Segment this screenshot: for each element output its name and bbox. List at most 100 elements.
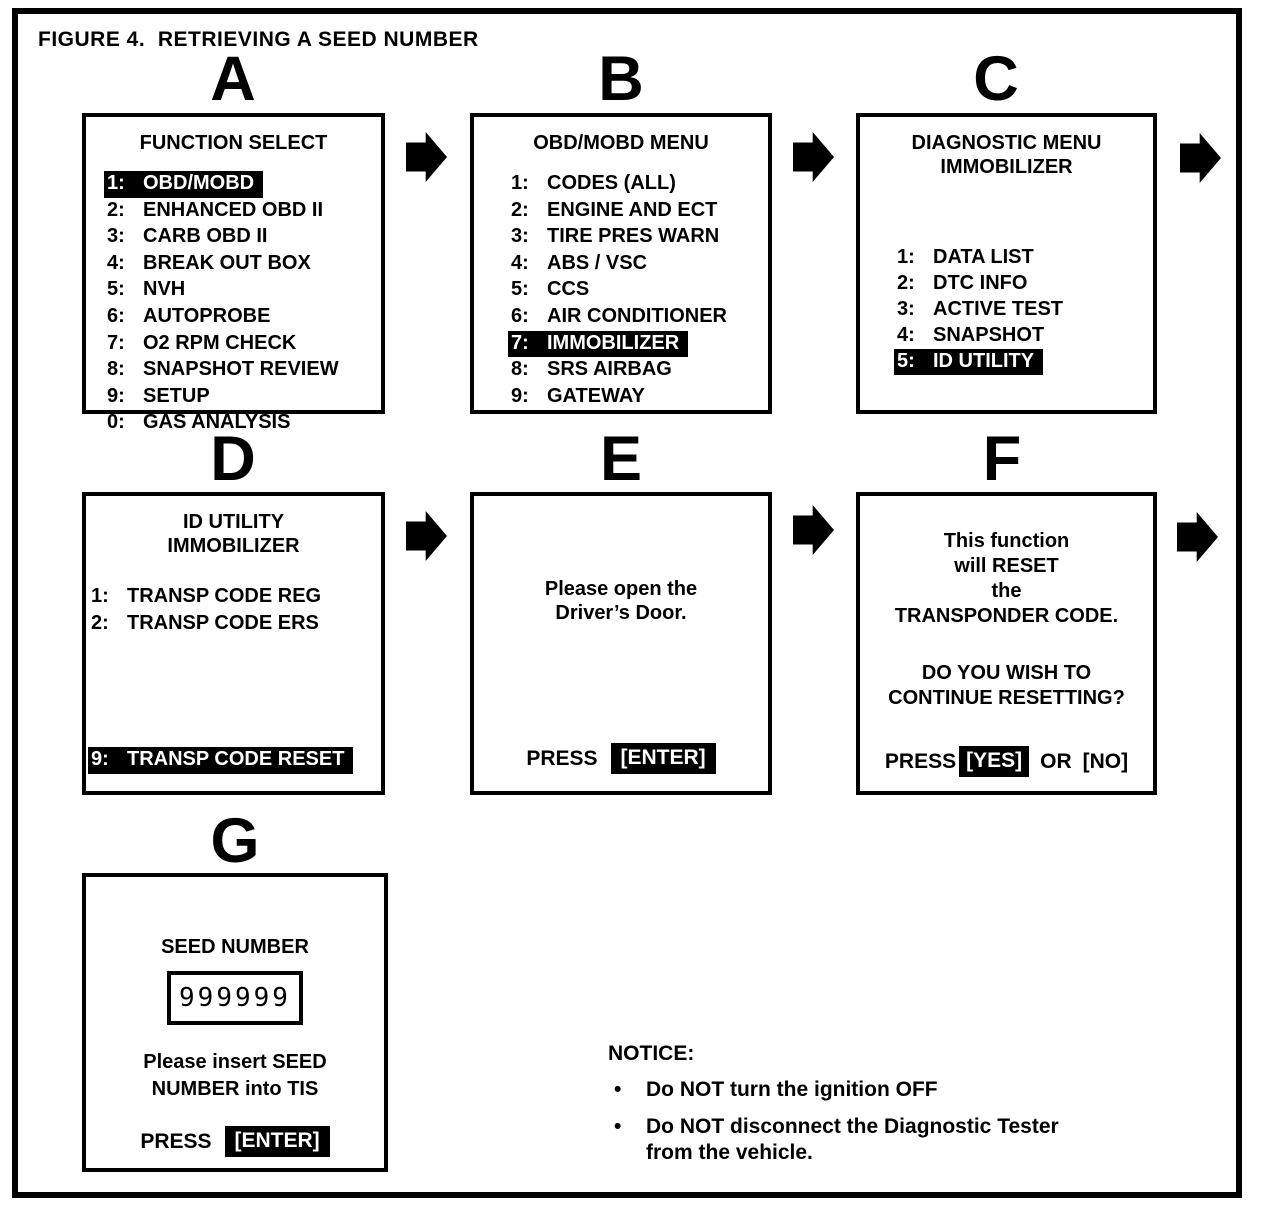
message-line1: Please open the	[544, 578, 698, 600]
panel-label-c: C	[973, 44, 1019, 114]
item-number: 9:	[511, 384, 529, 407]
press-label: PRESS	[140, 1129, 212, 1153]
item-number: 6:	[107, 304, 125, 327]
item-number: 3:	[107, 225, 125, 248]
menu-list-d: 1:TRANSP CODE REG 2:TRANSP CODE ERS 9:TR…	[86, 584, 381, 774]
screen-title-line2: IMMOBILIZER	[167, 535, 300, 557]
item-label: DATA LIST	[933, 246, 1034, 268]
menu-item: 8:SRS AIRBAG	[474, 357, 768, 384]
panel-screen-b: OBD/MOBD MENU 1: CODES (ALL) 2: ENGINE AND…	[470, 113, 772, 414]
screen-title-line1: DIAGNOSTIC MENU	[911, 132, 1102, 154]
panel-screen-e: Please open the Driver’s Door. PRESS [EN…	[470, 492, 772, 795]
no-key: [NO]	[1082, 749, 1129, 773]
press-instruction: PRESS [ENTER]	[474, 743, 768, 774]
message-line2: NUMBER into TIS	[151, 1078, 319, 1100]
item-number: 8:	[107, 358, 125, 381]
menu-item: 9:TRANSP CODE RESET	[86, 747, 381, 774]
item-label: SETUP	[143, 384, 210, 407]
menu-item: 7:O2 RPM CHECK	[86, 331, 381, 358]
menu-item: 7:IMMOBILIZER	[474, 330, 768, 358]
screen-title-g: SEED NUMBER	[161, 936, 309, 958]
or-label: OR	[1040, 749, 1072, 773]
item-label: SRS AIRBAG	[547, 358, 672, 381]
menu-item: 5:CCS	[474, 277, 768, 304]
screen-title-a: FUNCTION SELECT	[139, 132, 328, 154]
menu-item: 3: CARB OBD II	[86, 224, 381, 251]
menu-item: 2: ENGINE AND ECT	[474, 198, 768, 225]
enter-key: [ENTER]	[224, 1126, 330, 1157]
item-label: GATEWAY	[547, 384, 645, 407]
press-instruction: PRESS [ENTER]	[86, 1126, 384, 1157]
screen-title-line2: IMMOBILIZER	[940, 156, 1073, 178]
screen-title-line1: ID UTILITY	[182, 511, 285, 533]
panel-screen-g: SEED NUMBER 999999 Please insert SEED NU…	[82, 873, 388, 1172]
item-label: ID UTILITY	[933, 350, 1035, 372]
item-label: DTC INFO	[933, 272, 1028, 294]
menu-item: 1:TRANSP CODE REG	[86, 584, 381, 611]
notice-bullet-line2: from the vehicle.	[646, 1141, 813, 1164]
message-line2: Driver’s Door.	[555, 602, 687, 624]
menu-item: 1:OBD/MOBD	[86, 171, 381, 198]
item-number: 2:	[897, 272, 915, 294]
item-number: 4:	[511, 251, 529, 274]
item-label: ENGINE AND ECT	[547, 198, 718, 221]
press-label: PRESS	[526, 746, 598, 770]
screen-title-c: DIAGNOSTIC MENU IMMOBILIZER	[860, 131, 1153, 179]
panel-label-g: G	[210, 806, 260, 876]
notice-block: NOTICE: • Do NOT turn the ignition OFF •…	[608, 1042, 1059, 1166]
item-label: CARB OBD II	[143, 225, 268, 248]
menu-item: 5:ID UTILITY	[860, 349, 1153, 375]
item-label: O2 RPM CHECK	[143, 331, 297, 354]
menu-item: 0:GAS ANALYSIS	[86, 410, 381, 437]
screen-question-f: DO YOU WISH TO CONTINUE RESETTING?	[860, 661, 1153, 711]
panel-screen-f: This function will RESET the TRANSPONDER…	[856, 492, 1157, 795]
menu-item: 9:SETUP	[86, 384, 381, 411]
panel-label-b: B	[598, 44, 644, 114]
notice-bullet-2: • Do NOT disconnect the Diagnostic Teste…	[608, 1114, 1059, 1166]
panel-label-e: E	[599, 424, 643, 494]
panel-screen-a: FUNCTION SELECT 1:OBD/MOBD 2: ENHANCED OB…	[82, 113, 385, 433]
item-label: AUTOPROBE	[143, 304, 271, 327]
menu-item: 3: ACTIVE TEST	[860, 297, 1153, 323]
yes-key: [YES]	[959, 746, 1030, 777]
menu-item: 1:DATA LIST	[860, 245, 1153, 271]
item-number: 3:	[511, 225, 529, 248]
item-label: ACTIVE TEST	[933, 298, 1064, 320]
press-label: PRESS	[884, 749, 957, 773]
item-number: 1:	[107, 172, 125, 194]
item-number: 3:	[897, 298, 915, 320]
item-label: GAS ANALYSIS	[143, 411, 291, 434]
panel-label-a: A	[210, 44, 256, 114]
message-line2: will RESET	[954, 555, 1059, 577]
screen-title-b: OBD/MOBD MENU	[533, 132, 709, 154]
item-number: 2:	[107, 198, 125, 221]
item-number: 7:	[511, 331, 529, 354]
message-line1: This function	[943, 530, 1070, 552]
menu-list-c: 1:DATA LIST 2: DTC INFO 3: ACTIVE TEST 4:S…	[860, 245, 1153, 375]
menu-item: 8: SNAPSHOT REVIEW	[86, 357, 381, 384]
item-label: ENHANCED OBD II	[143, 198, 324, 221]
item-number: 1:	[511, 172, 529, 194]
item-number: 5:	[107, 278, 125, 301]
item-label: NVH	[143, 278, 186, 301]
menu-item: 2: ENHANCED OBD II	[86, 198, 381, 225]
press-instruction: PRESS [YES] OR [NO]	[860, 746, 1153, 777]
question-line1: DO YOU WISH TO	[921, 662, 1092, 684]
item-number: 2:	[91, 611, 109, 634]
panel-label-f: F	[982, 424, 1022, 494]
notice-bullet-line1: Do NOT disconnect the Diagnostic Tester	[646, 1115, 1059, 1138]
panel-screen-d: ID UTILITY IMMOBILIZER 1:TRANSP CODE REG…	[82, 492, 385, 795]
bullet-icon: •	[614, 1078, 622, 1101]
notice-bullet-text: Do NOT turn the ignition OFF	[646, 1078, 938, 1101]
item-label: TIRE PRES WARN	[547, 225, 720, 248]
menu-item: 6: AUTOPROBE	[86, 304, 381, 331]
item-label: SNAPSHOT REVIEW	[143, 358, 339, 381]
item-label: AIR CONDITIONER	[547, 304, 727, 327]
question-line2: CONTINUE RESETTING?	[888, 687, 1125, 709]
menu-item: 3: TIRE PRES WARN	[474, 224, 768, 251]
item-label: CODES (ALL)	[547, 172, 676, 194]
menu-item: 4:SNAPSHOT	[860, 323, 1153, 349]
item-number: 2:	[511, 198, 529, 221]
notice-bullet-text: Do NOT disconnect the Diagnostic Tester …	[646, 1114, 1059, 1166]
